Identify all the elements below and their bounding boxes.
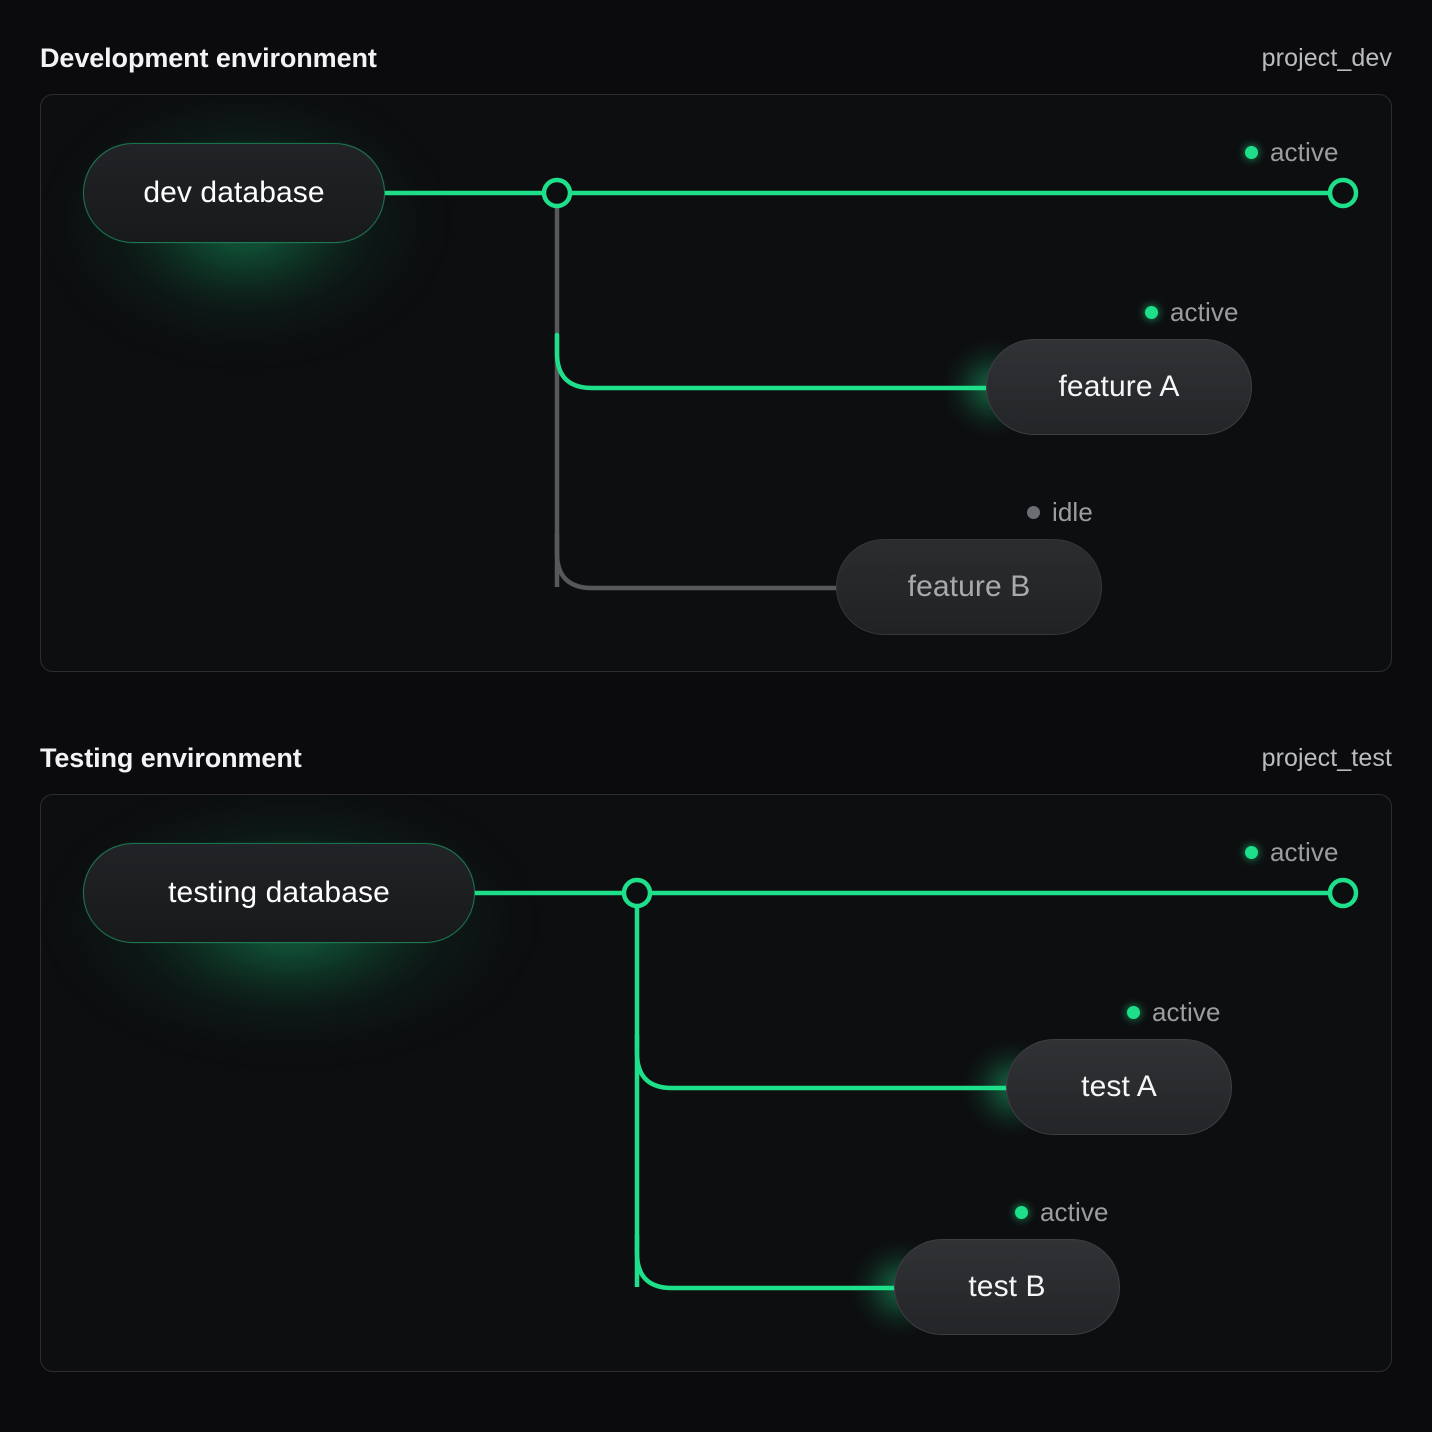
status-badge-feature-a: active [1145, 297, 1239, 328]
node-label: feature A [1058, 370, 1180, 403]
environment-panel-development: dev database active active feature A idl… [40, 94, 1392, 672]
trunk-endpoint-node[interactable] [1327, 877, 1359, 909]
status-dot-icon [1127, 1006, 1140, 1019]
node-feature-a[interactable]: feature A [986, 339, 1252, 435]
node-testing-database[interactable]: testing database [83, 843, 475, 943]
junction-node[interactable] [621, 877, 653, 909]
status-dot-icon [1145, 306, 1158, 319]
connection-canvas [41, 795, 1391, 1371]
status-label: idle [1052, 497, 1093, 527]
page-title: Development environment [40, 42, 377, 73]
node-label: feature B [907, 570, 1031, 603]
status-dot-icon [1027, 506, 1040, 519]
edge-to-test-b [634, 1232, 900, 1291]
status-badge-test-b: active [1015, 1197, 1109, 1228]
page-title: Testing environment [40, 742, 302, 773]
status-badge-feature-b: idle [1027, 497, 1093, 528]
connections-svg [472, 877, 1359, 1291]
node-label: dev database [143, 176, 325, 209]
project-label: project_dev [1261, 43, 1392, 72]
trunk-endpoint-node[interactable] [1327, 177, 1359, 209]
node-test-a[interactable]: test A [1006, 1039, 1232, 1135]
node-feature-b[interactable]: feature B [836, 539, 1102, 635]
edge-to-test-a [634, 1032, 1012, 1091]
status-label: active [1170, 297, 1239, 327]
status-dot-icon [1245, 146, 1258, 159]
status-label: active [1040, 1197, 1109, 1227]
status-label: active [1270, 137, 1339, 167]
environment-panel-testing: testing database active active test A ac… [40, 794, 1392, 1372]
status-dot-icon [1245, 846, 1258, 859]
status-badge-test-a: active [1127, 997, 1221, 1028]
status-badge-trunk: active [1245, 137, 1339, 168]
connection-canvas [41, 95, 1391, 671]
section-header-development: Development environment project_dev [0, 22, 1432, 94]
node-label: testing database [168, 876, 390, 909]
status-dot-icon [1015, 1206, 1028, 1219]
node-label: test B [968, 1270, 1046, 1303]
project-label: project_test [1261, 743, 1392, 772]
edge-to-feature-b [554, 532, 844, 591]
status-label: active [1270, 837, 1339, 867]
node-label: test A [1081, 1070, 1157, 1103]
connections-svg [382, 177, 1359, 591]
node-test-b[interactable]: test B [894, 1239, 1120, 1335]
edge-to-feature-a [554, 332, 992, 391]
status-label: active [1152, 997, 1221, 1027]
section-testing: Testing environment project_test [0, 722, 1432, 1372]
node-dev-database[interactable]: dev database [83, 143, 385, 243]
section-header-testing: Testing environment project_test [0, 722, 1432, 794]
status-badge-trunk: active [1245, 837, 1339, 868]
section-development: Development environment project_dev [0, 22, 1432, 672]
junction-node[interactable] [541, 177, 573, 209]
